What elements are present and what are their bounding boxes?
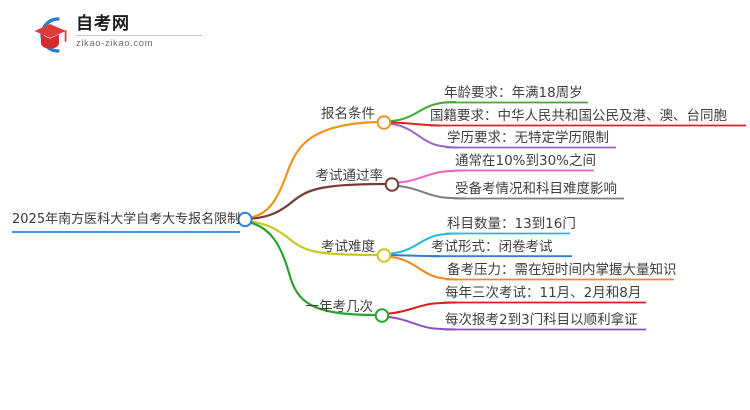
leaf-label-age-requirement[interactable]: 年龄要求：年满18周岁 (444, 85, 583, 101)
branch-node-circle-3[interactable] (376, 248, 392, 263)
logo-subtitle: zikao-zikao.com (76, 38, 154, 49)
trunk-2 (246, 182, 386, 221)
logo-divider (76, 35, 202, 36)
leaf-label-subject-count[interactable]: 科目数量：13到16门 (447, 216, 576, 232)
root-node-circle[interactable] (237, 211, 253, 228)
graduation-cap-logo-icon (28, 14, 72, 56)
branch-label-baomingtiaojian[interactable]: 报名条件 (321, 106, 375, 122)
trunk-3 (246, 219, 379, 257)
leaf-label-pass-rate-range[interactable]: 通常在10%到30%之间 (455, 153, 597, 169)
branch-node-circle-4[interactable] (374, 308, 390, 323)
branch-label-yiniankaojici[interactable]: 一年考几次 (305, 299, 374, 315)
branch-label-kaoshinandu[interactable]: 考试难度 (321, 239, 375, 255)
branch-node-circle-2[interactable] (384, 177, 400, 192)
logo-text-block: 自考网 zikao-zikao.com (76, 14, 206, 49)
root-node-label[interactable]: 2025年南方医科大学自考大专报名限制 (12, 212, 241, 227)
branch-label-kaoshitongguolv[interactable]: 考试通过率 (315, 168, 384, 184)
leaf-label-exam-format[interactable]: 考试形式：闭卷考试 (431, 239, 553, 255)
leaf-label-education-requirement[interactable]: 学历要求：无特定学历限制 (447, 130, 609, 146)
branch-node-circle-1[interactable] (376, 115, 392, 130)
leaf-label-exam-frequency[interactable]: 每年三次考试：11月、2月和8月 (445, 285, 642, 301)
trunk-1 (246, 120, 379, 220)
trunk-4 (246, 220, 377, 317)
leaf-label-nationality-requirement[interactable]: 国籍要求：中华人民共和国公民及港、澳、台同胞 (430, 108, 727, 124)
leaf-label-subjects-per-session[interactable]: 每次报考2到3门科目以顺利拿证 (445, 312, 638, 328)
site-logo: 自考网 zikao-zikao.com (28, 12, 208, 58)
logo-title: 自考网 (76, 14, 130, 34)
leaf-label-pass-rate-factors[interactable]: 受备考情况和科目难度影响 (455, 181, 617, 197)
leaf-label-prep-pressure[interactable]: 备考压力：需在短时间内掌握大量知识 (447, 262, 677, 278)
